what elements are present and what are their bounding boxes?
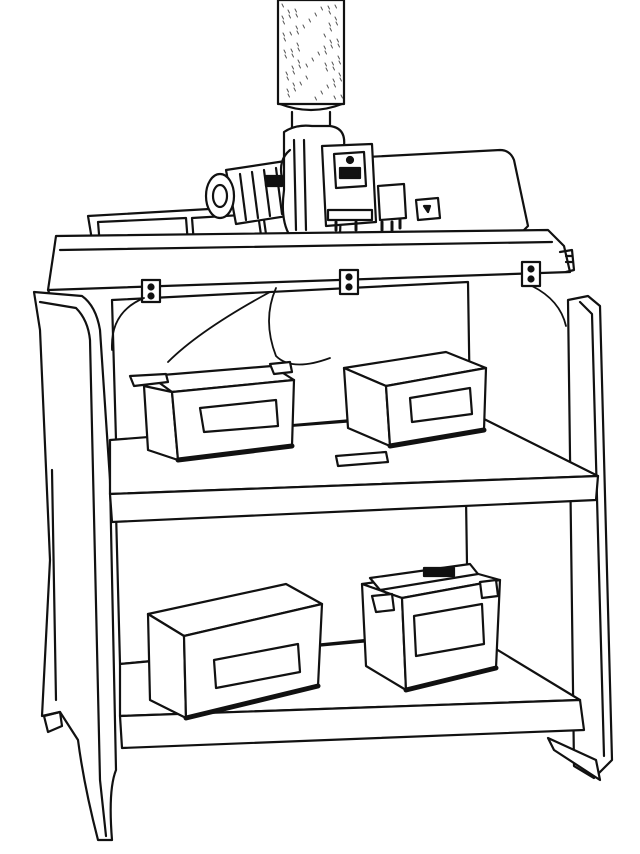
duct-stipple: [283, 49, 286, 54]
duct-stipple: [292, 70, 295, 75]
duct-stipple: [286, 88, 289, 93]
duct-stipple: [328, 10, 331, 15]
battery: [128, 360, 296, 463]
duct-stipple: [339, 77, 342, 82]
duct-stipple: [305, 75, 308, 80]
duct-stipple: [314, 96, 317, 101]
duct-stipple: [337, 43, 340, 48]
duct-stipple: [325, 67, 328, 72]
duct-stipple: [286, 76, 289, 81]
duct-stipple: [334, 16, 337, 21]
duct-stipple: [320, 90, 323, 95]
duct-stipple: [285, 71, 288, 76]
duct-stipple: [320, 6, 323, 11]
duct-stipple: [338, 72, 341, 77]
duct-stipple: [332, 66, 335, 71]
duct-stipple: [291, 65, 294, 70]
duct-stipple: [296, 30, 299, 35]
duct-stipple: [281, 15, 284, 20]
duct-stipple: [281, 3, 284, 8]
duct-stipple: [291, 53, 294, 58]
duct-stipple: [295, 13, 298, 18]
duct-stipple: [336, 38, 339, 43]
duct-stipple: [329, 39, 332, 44]
duct-stipple: [324, 50, 327, 55]
duct-stipple: [333, 95, 336, 100]
duct-stipple: [287, 9, 290, 14]
duct-stipple: [317, 51, 320, 56]
duct-stipple: [326, 84, 329, 89]
duct-stipple: [333, 83, 336, 88]
duct-stipple: [314, 12, 317, 17]
duct-stipple: [329, 27, 332, 32]
duct-stipple: [282, 20, 285, 25]
duct-stipple: [293, 87, 296, 92]
duct-stipple: [308, 18, 311, 23]
duct-stipple: [335, 21, 338, 26]
battery: [360, 562, 502, 693]
duct-stipple: [305, 63, 308, 68]
duct-stipple: [330, 44, 333, 49]
hinge-clip: [140, 260, 542, 304]
duct-stipple: [296, 42, 299, 47]
duct-stipple: [298, 64, 301, 69]
duct-stipple: [289, 31, 292, 36]
duct-stipple: [337, 55, 340, 60]
battery: [342, 350, 488, 449]
duct-stipple: [311, 57, 314, 62]
duct-stipple: [323, 45, 326, 50]
hood-canopy: [46, 228, 576, 302]
duct-stipple: [284, 54, 287, 59]
duct-stipple: [290, 48, 293, 53]
duct-stipple: [297, 47, 300, 52]
duct-stipple: [283, 37, 286, 42]
duct-stipple: [297, 59, 300, 64]
cabinet-frame: [32, 280, 614, 842]
exhaust-duct: [276, 0, 346, 136]
charging-cable: [111, 285, 567, 366]
duct-stipple: [294, 8, 297, 13]
duct-shading: [281, 3, 343, 101]
duct-stipple: [327, 5, 330, 10]
duct-stipple: [338, 60, 341, 65]
outlet-box: [376, 182, 442, 232]
duct-stipple: [295, 25, 298, 30]
duct-stipple: [328, 22, 331, 27]
duct-stipple: [331, 61, 334, 66]
duct-stipple: [323, 33, 326, 38]
duct-stipple: [334, 4, 337, 9]
duct-stipple: [282, 32, 285, 37]
duct-stipple: [302, 24, 305, 29]
cable-connector: [334, 450, 390, 468]
duct-stipple: [332, 78, 335, 83]
control-box: [320, 142, 378, 232]
duct-stipple: [292, 82, 295, 87]
duct-stipple: [287, 93, 290, 98]
duct-stipple: [340, 94, 343, 99]
duct-stipple: [324, 62, 327, 67]
duct-stipple: [288, 14, 291, 19]
battery: [146, 582, 324, 721]
duct-stipple: [299, 81, 302, 86]
